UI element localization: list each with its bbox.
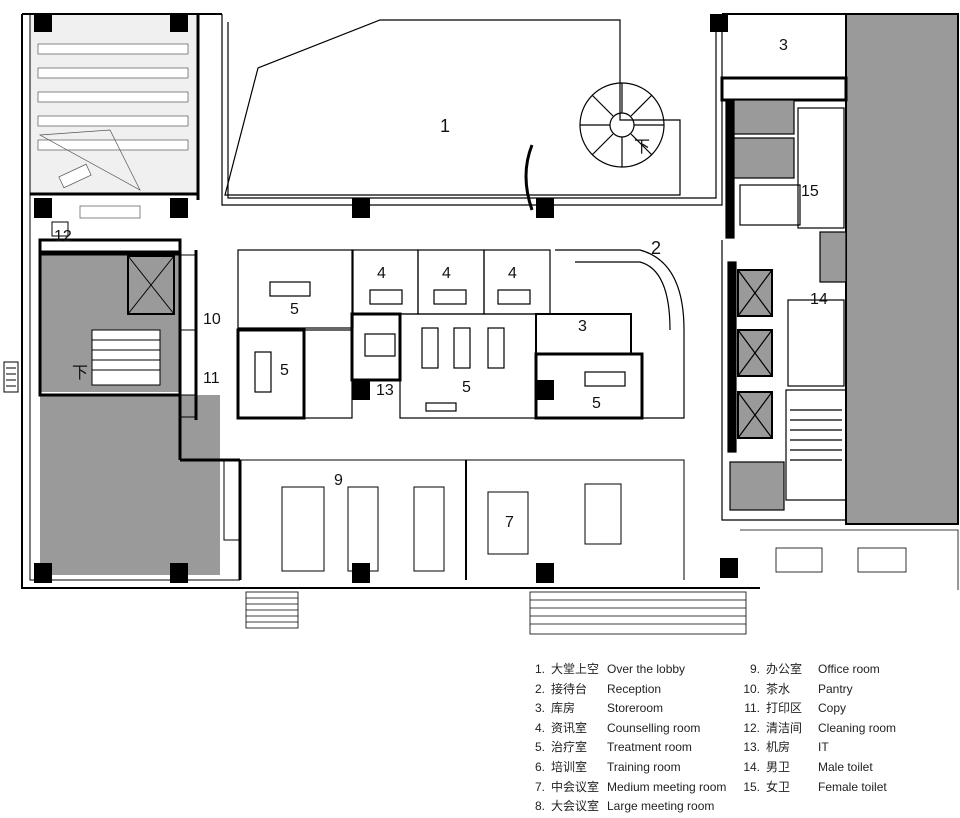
legend-number: 5. bbox=[534, 740, 545, 755]
legend-number: 9. bbox=[749, 662, 760, 676]
legend-english-name: Reception bbox=[607, 681, 662, 696]
room-label-14: 14 bbox=[810, 291, 828, 308]
legend-number: 4. bbox=[534, 720, 545, 735]
room-label-1: 1 bbox=[440, 116, 450, 136]
office-meeting-zone bbox=[223, 459, 685, 580]
legend-right: 9. 办公室 Office room 10. 茶水 Pantry 11. 打印区 Copy 12.… bbox=[735, 660, 896, 797]
legend-english-name: Training room bbox=[607, 759, 681, 774]
legend-chinese-name: 男卫 bbox=[766, 759, 791, 774]
legend-english-name: Large meeting room bbox=[607, 799, 715, 814]
legend-english-name: Office room bbox=[818, 662, 880, 676]
legend-chinese-name: 机房 bbox=[766, 740, 791, 755]
legend-item: 11. 打印区 Copy bbox=[735, 699, 896, 719]
legend-english-name: Male toilet bbox=[818, 759, 873, 774]
legend-english-name: Cleaning room bbox=[818, 720, 897, 735]
spiral-stair-down-mark: 下 bbox=[634, 139, 650, 156]
legend-chinese-name: 清洁间 bbox=[766, 720, 803, 735]
legend-chinese-name: 中会议室 bbox=[551, 779, 600, 794]
legend-number: 3. bbox=[534, 701, 545, 716]
legend-chinese-name: 茶水 bbox=[766, 681, 791, 696]
legend-item: 13. 机房 IT bbox=[735, 738, 896, 758]
legend-item: 8. 大会议室 Large meeting room bbox=[520, 797, 726, 817]
legend-item: 4. 资讯室 Counselling room bbox=[520, 719, 726, 739]
legend-english-name: Over the lobby bbox=[607, 662, 686, 676]
legend-chinese-name: 办公室 bbox=[766, 662, 803, 676]
legend-number: 6. bbox=[534, 759, 545, 774]
room-label-12: 12 bbox=[54, 228, 72, 245]
legend-number: 10. bbox=[743, 681, 760, 696]
legend-english-name: Female toilet bbox=[818, 779, 887, 794]
legend-english-name: Medium meeting room bbox=[607, 779, 727, 794]
columns bbox=[34, 14, 738, 583]
room-label-5b: 5 bbox=[280, 362, 289, 379]
legend-item: 2. 接待台 Reception bbox=[520, 680, 726, 700]
legend-english-name: Treatment room bbox=[607, 740, 692, 755]
room-label-4c: 4 bbox=[508, 265, 517, 282]
room-label-9: 9 bbox=[334, 472, 343, 489]
legend-left: 1. 大堂上空 Over the lobby 2. 接待台 Reception 3. 库房 St… bbox=[520, 660, 726, 817]
legend-number: 11. bbox=[744, 701, 760, 716]
room-label-5c: 5 bbox=[462, 379, 471, 396]
training-room-area bbox=[30, 14, 198, 194]
room-label-13: 13 bbox=[376, 382, 394, 399]
legend-english-name: IT bbox=[818, 740, 829, 755]
lobby-void bbox=[221, 14, 723, 211]
legend-english-name: Storeroom bbox=[607, 701, 664, 716]
room-label-3-store-mid: 3 bbox=[578, 318, 587, 335]
room-label-3-store-top: 3 bbox=[779, 37, 788, 54]
legend-item: 6. 培训室 Training room bbox=[520, 758, 726, 778]
room-label-4a: 4 bbox=[377, 265, 386, 282]
legend-chinese-name: 女卫 bbox=[766, 779, 791, 794]
legend-chinese-name: 治疗室 bbox=[551, 740, 588, 755]
legend-number: 8. bbox=[534, 799, 545, 814]
legend-number: 2. bbox=[534, 681, 545, 696]
legend-chinese-name: 大会议室 bbox=[551, 799, 600, 814]
room-label-11: 11 bbox=[203, 370, 220, 387]
legend-item: 5. 治疗室 Treatment room bbox=[520, 738, 726, 758]
legend-number: 13. bbox=[743, 740, 760, 755]
legend-chinese-name: 打印区 bbox=[766, 701, 803, 716]
right-core bbox=[720, 76, 848, 521]
legend-chinese-name: 接待台 bbox=[551, 681, 588, 696]
legend-item: 10. 茶水 Pantry bbox=[735, 680, 896, 700]
legend-chinese-name: 资讯室 bbox=[551, 720, 588, 735]
legend-number: 7. bbox=[534, 779, 545, 794]
legend-item: 14. 男卫 Male toilet bbox=[735, 758, 896, 778]
room-label-2: 2 bbox=[651, 238, 661, 258]
left-stair-down-mark: 下 bbox=[72, 365, 88, 382]
legend-chinese-name: 大堂上空 bbox=[551, 662, 600, 676]
legend-number: 1. bbox=[534, 662, 545, 676]
room-label-15: 15 bbox=[801, 183, 819, 200]
legend-number: 14. bbox=[743, 759, 760, 774]
exterior-steps bbox=[245, 529, 959, 635]
room-label-5a: 5 bbox=[290, 301, 299, 318]
room-label-4b: 4 bbox=[442, 265, 451, 282]
room-label-5d: 5 bbox=[592, 395, 601, 412]
training-room-seats bbox=[37, 43, 189, 219]
legend-english-name: Pantry bbox=[818, 681, 853, 696]
legend-number: 15. bbox=[743, 779, 760, 794]
legend-number: 12. bbox=[743, 720, 760, 735]
legend-item: 9. 办公室 Office room bbox=[735, 660, 896, 680]
building-core-right bbox=[845, 13, 959, 525]
room-label-10: 10 bbox=[203, 311, 221, 328]
legend-item: 1. 大堂上空 Over the lobby bbox=[520, 660, 726, 680]
room-labels: 1 2 3 3 4 4 4 5 5 5 5 7 9 10 11 12 13 14… bbox=[54, 37, 828, 531]
treatment-block bbox=[236, 249, 685, 420]
legend-english-name: Copy bbox=[818, 701, 847, 716]
room-label-7: 7 bbox=[505, 514, 514, 531]
legend-item: 15. 女卫 Female toilet bbox=[735, 778, 896, 798]
pantry-strip bbox=[179, 250, 198, 420]
legend-english-name: Counselling room bbox=[607, 720, 701, 735]
legend-item: 12. 清洁间 Cleaning room bbox=[735, 719, 896, 739]
legend-chinese-name: 培训室 bbox=[551, 759, 588, 774]
legend-item: 3. 库房 Storeroom bbox=[520, 699, 726, 719]
large-meeting-room-area bbox=[40, 395, 220, 575]
legend-chinese-name: 库房 bbox=[551, 701, 576, 716]
legend-item: 7. 中会议室 Medium meeting room bbox=[520, 778, 726, 798]
